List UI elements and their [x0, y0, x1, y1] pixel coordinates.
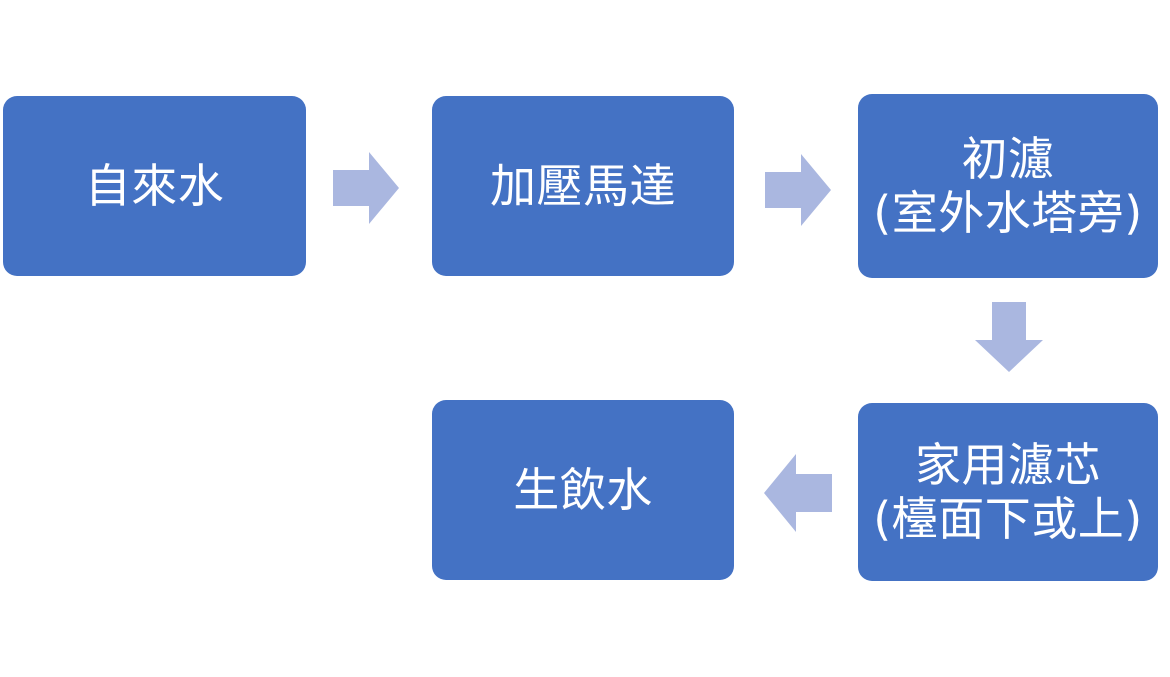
node-pre-filter-label-line2: (室外水塔旁)	[873, 186, 1143, 240]
arrow-left-home-cartridge-to-drinking-water	[764, 454, 832, 532]
node-pressure-motor-label-line1: 加壓馬達	[490, 158, 676, 213]
node-pre-filter-label-line1: 初濾	[961, 131, 1055, 186]
node-drinking-water[interactable]: 生飲水	[432, 400, 734, 580]
node-drinking-water-label-line1: 生飲水	[513, 462, 653, 517]
node-pre-filter[interactable]: 初濾 (室外水塔旁)	[858, 94, 1158, 278]
arrow-right-tap-water-to-pressure-motor	[333, 152, 399, 224]
node-pressure-motor[interactable]: 加壓馬達	[432, 96, 734, 276]
node-tap-water[interactable]: 自來水	[3, 96, 306, 276]
node-home-cartridge-label-line1: 家用濾芯	[915, 437, 1101, 492]
node-tap-water-label-line1: 自來水	[84, 158, 225, 213]
arrow-down-pre-filter-to-home-cartridge	[975, 302, 1043, 372]
arrow-right-pressure-motor-to-pre-filter	[765, 154, 831, 226]
node-home-cartridge-label-line2: (檯面下或上)	[873, 492, 1143, 546]
node-home-cartridge[interactable]: 家用濾芯 (檯面下或上)	[858, 403, 1158, 581]
